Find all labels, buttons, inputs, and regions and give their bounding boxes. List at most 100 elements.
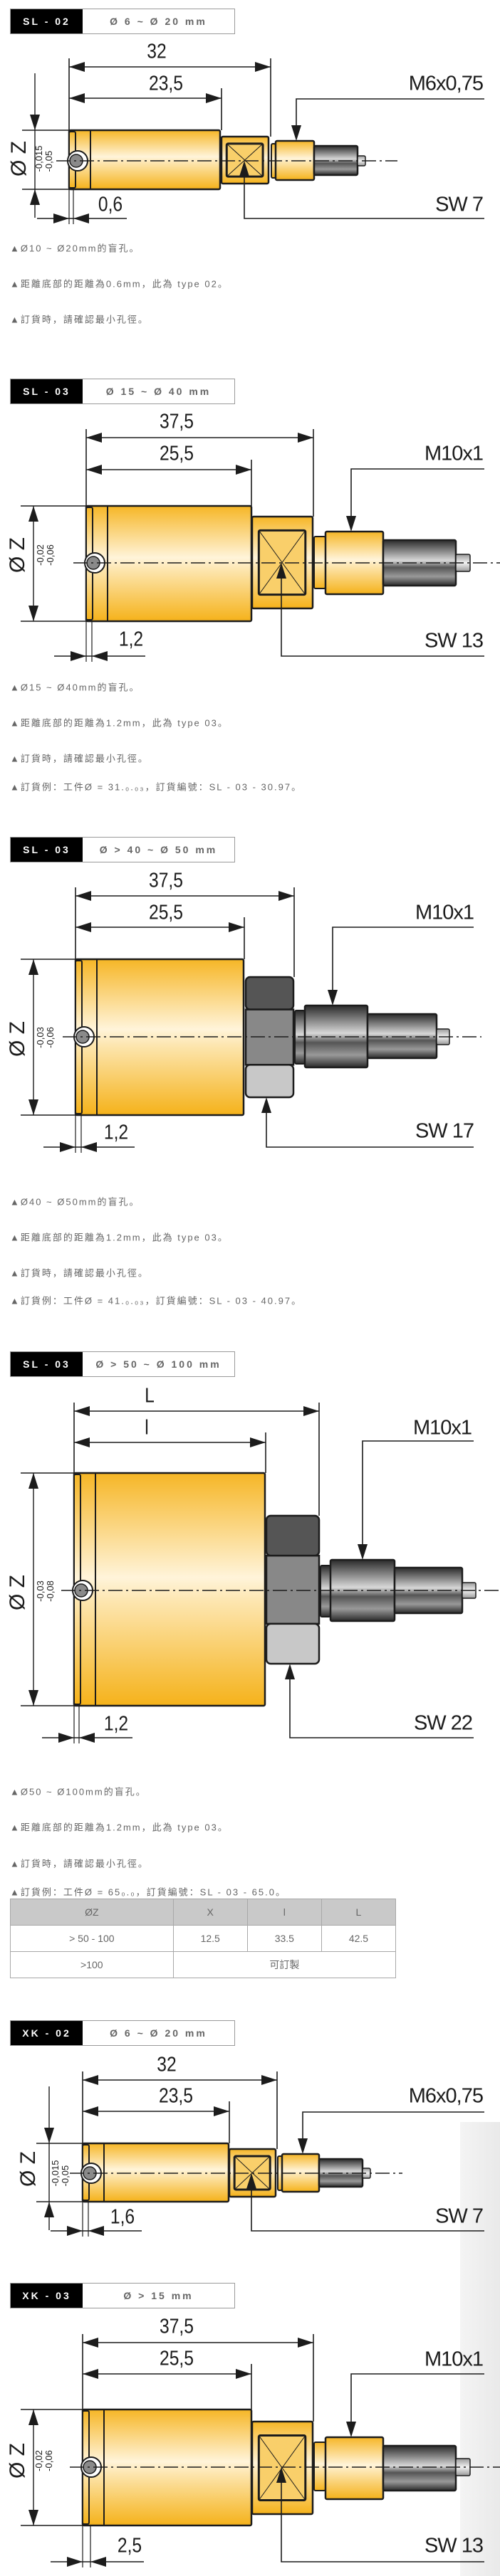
wrench-leader-line bbox=[244, 175, 484, 219]
model-code: SL - 02 bbox=[11, 9, 83, 33]
arrowhead bbox=[67, 2557, 83, 2567]
arrowhead bbox=[28, 1099, 38, 1115]
table-row: > 50 - 100 12.5 33.5 42.5 bbox=[10, 1925, 397, 1952]
note: ▲距離底部的距離為1.2mm，此為 type 03。 bbox=[10, 1232, 229, 1243]
arrowhead bbox=[28, 1690, 38, 1706]
thread-leader-arrow bbox=[358, 1544, 368, 1560]
model-code: SL - 03 bbox=[11, 838, 83, 862]
wrench-flat-cross bbox=[258, 530, 306, 595]
dim-total-length: L bbox=[145, 1384, 155, 1408]
arrowhead bbox=[28, 606, 38, 621]
arrowhead bbox=[303, 1406, 319, 1416]
dim-body-length: 25,5 bbox=[149, 901, 183, 924]
wrench-leader-line bbox=[281, 577, 484, 657]
tolerance: -0,02-0,06 bbox=[33, 2450, 54, 2471]
dim-gap: 2,5 bbox=[117, 2534, 142, 2557]
section-header-sl03-c: SL - 03 Ø > 50 ~ Ø 100 mm bbox=[10, 1351, 235, 1377]
arrowhead bbox=[298, 433, 313, 443]
arrowhead bbox=[83, 2075, 98, 2085]
wrench-leader-arrow bbox=[246, 2173, 256, 2189]
thread-label: M10x1 bbox=[412, 1416, 472, 1440]
table-header-row: ØZ X l L bbox=[10, 1899, 397, 1926]
threaded-nut bbox=[324, 2436, 385, 2501]
section-header-sl03-a: SL - 03 Ø 15 ~ Ø 40 mm bbox=[10, 379, 235, 404]
diameter-z-label: Ø Z bbox=[6, 537, 29, 573]
arrowhead bbox=[74, 1437, 90, 1447]
tol-lower: -0,05 bbox=[60, 2165, 71, 2187]
diameter-range: Ø 6 ~ Ø 20 mm bbox=[110, 16, 207, 27]
arrowhead bbox=[69, 93, 85, 103]
arrowhead bbox=[86, 433, 102, 443]
arrowhead bbox=[30, 115, 40, 130]
diameter-range: Ø 6 ~ Ø 20 mm bbox=[110, 2027, 207, 2039]
diameter-range: Ø > 40 ~ Ø 50 mm bbox=[99, 844, 218, 855]
collar bbox=[313, 2442, 326, 2491]
arrowhead bbox=[229, 922, 244, 932]
section-header-sl03-b: SL - 03 Ø > 40 ~ Ø 50 mm bbox=[10, 837, 235, 862]
model-code: SL - 03 bbox=[11, 379, 83, 403]
tol-lower: -0,06 bbox=[45, 544, 56, 566]
note: ▲Ø10 ~ Ø20mm的盲孔。 bbox=[10, 243, 140, 254]
thread-label: M10x1 bbox=[424, 442, 484, 465]
thread-leader-line bbox=[362, 1440, 474, 1546]
dim-gap: 1,6 bbox=[110, 2205, 135, 2229]
dim-gap: 0,6 bbox=[98, 193, 123, 216]
cell: >100 bbox=[10, 1951, 174, 1978]
tolerance: -0,02-0,06 bbox=[35, 544, 56, 566]
side-panel bbox=[460, 2122, 500, 2576]
arrowhead bbox=[206, 93, 222, 103]
thread-label: M6x0,75 bbox=[408, 72, 484, 95]
wrench-size-label: SW 22 bbox=[413, 1711, 473, 1735]
thread-leader-arrow bbox=[328, 990, 338, 1005]
spec-table: ØZ X l L > 50 - 100 12.5 33.5 42.5 >100 … bbox=[10, 1899, 397, 1978]
thread-label: M10x1 bbox=[424, 2348, 484, 2371]
dim-body-length: 25,5 bbox=[160, 442, 194, 465]
arrowhead bbox=[81, 1142, 97, 1152]
plunger-pin bbox=[393, 1566, 464, 1615]
note: ▲距離底部的距離為0.6mm，此為 type 02。 bbox=[10, 278, 229, 290]
arrowhead bbox=[86, 465, 102, 475]
plunger-pin bbox=[382, 2444, 457, 2492]
thread-leader-line bbox=[296, 98, 484, 127]
thread-leader-line bbox=[302, 2111, 484, 2140]
tol-upper: -0,015 bbox=[50, 2160, 61, 2187]
thread-leader-arrow bbox=[298, 2138, 308, 2154]
col-header: l bbox=[246, 1899, 322, 1926]
cell: 12.5 bbox=[172, 1925, 248, 1952]
wrench-leader-arrow bbox=[239, 161, 249, 176]
arrowhead bbox=[92, 651, 108, 661]
wrench-size-label: SW 13 bbox=[424, 629, 484, 653]
note: ▲訂貨時，請確認最小孔徑。 bbox=[10, 753, 149, 764]
col-header: ØZ bbox=[10, 1899, 174, 1926]
hex-nut-face-bottom bbox=[265, 1622, 321, 1665]
arrowhead bbox=[28, 2510, 38, 2525]
arrowhead bbox=[71, 651, 86, 661]
arrowhead bbox=[53, 213, 69, 223]
tolerance: -0,03-0,08 bbox=[35, 1580, 56, 1602]
section-header-xk03: XK - 03 Ø > 15 mm bbox=[10, 2283, 235, 2308]
wrench-leader-line bbox=[266, 1112, 474, 1148]
tol-lower: -0,05 bbox=[43, 150, 54, 172]
arrowhead bbox=[75, 922, 91, 932]
arrowhead bbox=[74, 1406, 90, 1416]
thread-label: M10x1 bbox=[415, 901, 474, 924]
note: ▲距離底部的距離為1.2mm，此為 type 03。 bbox=[10, 1822, 229, 1833]
tol-upper: -0,02 bbox=[33, 2450, 44, 2471]
diameter-range: Ø > 15 mm bbox=[123, 2290, 194, 2301]
arrowhead bbox=[214, 2106, 229, 2116]
diameter-z-label: Ø Z bbox=[6, 2443, 29, 2479]
cell: 42.5 bbox=[321, 1925, 397, 1952]
arrowhead bbox=[60, 1142, 75, 1152]
note: ▲訂貨時，請確認最小孔徑。 bbox=[10, 1267, 149, 1279]
thread-leader-line bbox=[350, 2373, 484, 2423]
arrowhead bbox=[83, 2338, 98, 2348]
arrowhead bbox=[261, 2075, 277, 2085]
model-code: SL - 03 bbox=[11, 1352, 83, 1376]
dim-body-length: 23,5 bbox=[149, 72, 183, 95]
tol-upper: -0,015 bbox=[33, 145, 44, 172]
diameter-z-label: Ø Z bbox=[6, 1575, 29, 1610]
wrench-leader-line bbox=[281, 2481, 484, 2562]
tolerance: -0,015-0,05 bbox=[33, 145, 54, 172]
tol-upper: -0,03 bbox=[35, 1027, 46, 1048]
arrowhead bbox=[75, 891, 91, 901]
